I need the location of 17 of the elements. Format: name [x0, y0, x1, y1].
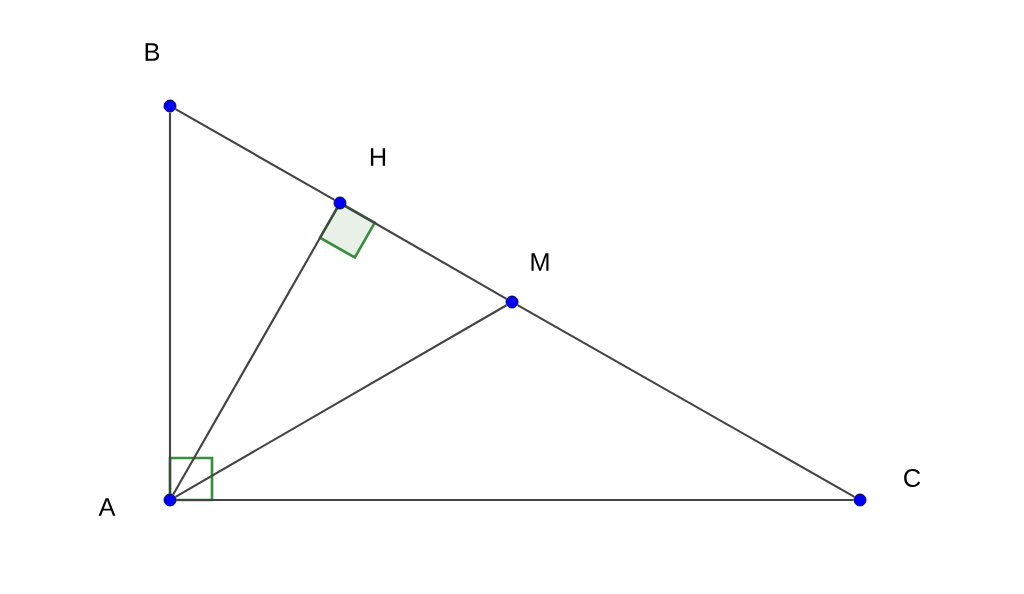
- point-label: H: [370, 148, 386, 166]
- point-label: A: [98, 498, 116, 516]
- line-segment: [172, 208, 338, 495]
- line-segment: [517, 304, 855, 498]
- line-segment: [345, 205, 507, 300]
- point: [505, 295, 519, 309]
- line-segment: [168, 112, 172, 494]
- point: [163, 99, 177, 113]
- point: [333, 196, 347, 210]
- point-label: M: [531, 253, 549, 271]
- point: [853, 493, 867, 507]
- line-segment: [175, 304, 507, 498]
- line-segment: [175, 108, 335, 201]
- point-label: B: [145, 43, 160, 61]
- point: [163, 493, 177, 507]
- point-label: C: [904, 469, 921, 487]
- line-segment: [176, 498, 854, 502]
